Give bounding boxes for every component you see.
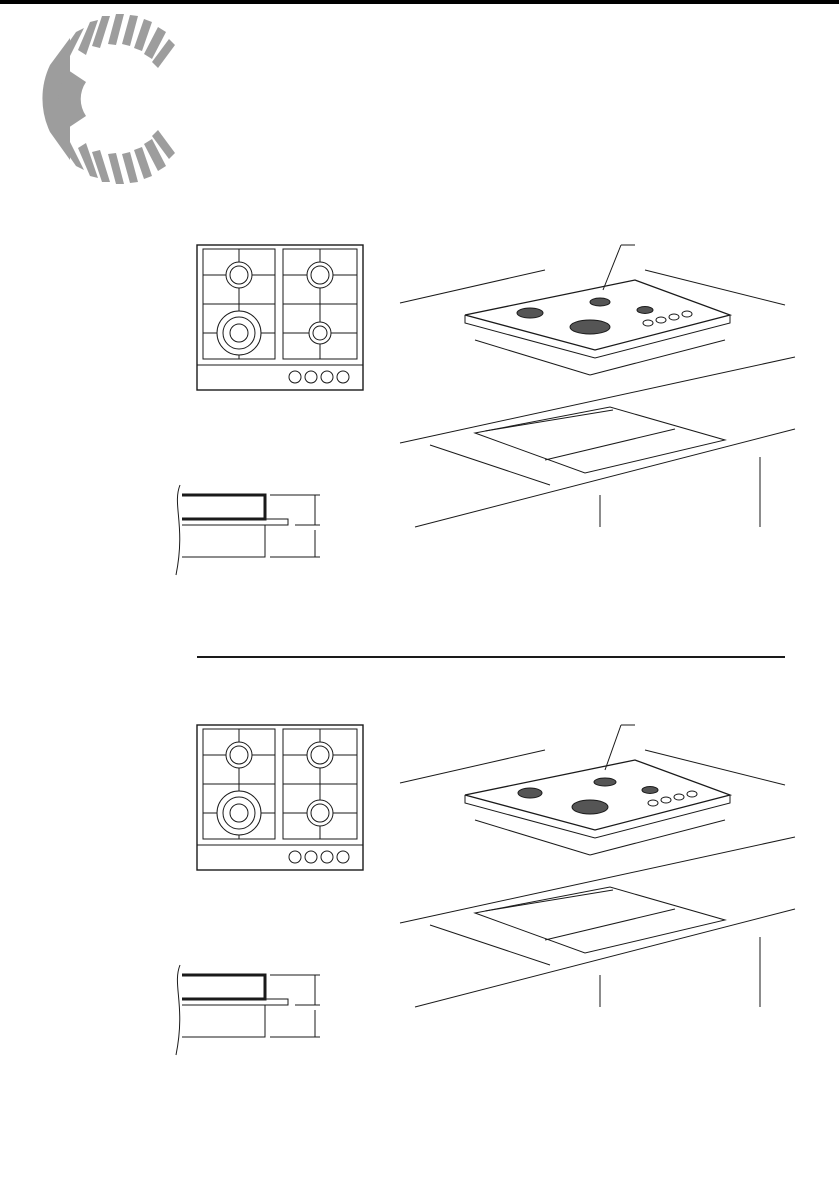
top-border-line xyxy=(0,0,839,4)
section-detail xyxy=(160,955,330,1060)
installation-diagram-2 xyxy=(160,705,820,1085)
countertop-cutout xyxy=(395,825,805,1025)
section-detail xyxy=(160,475,330,580)
section-divider xyxy=(197,656,785,658)
hob-top-view xyxy=(195,245,365,393)
brand-logo-icon xyxy=(28,10,178,186)
installation-diagram-1 xyxy=(160,225,820,605)
hob-top-view xyxy=(195,725,365,873)
countertop-cutout xyxy=(395,345,805,545)
